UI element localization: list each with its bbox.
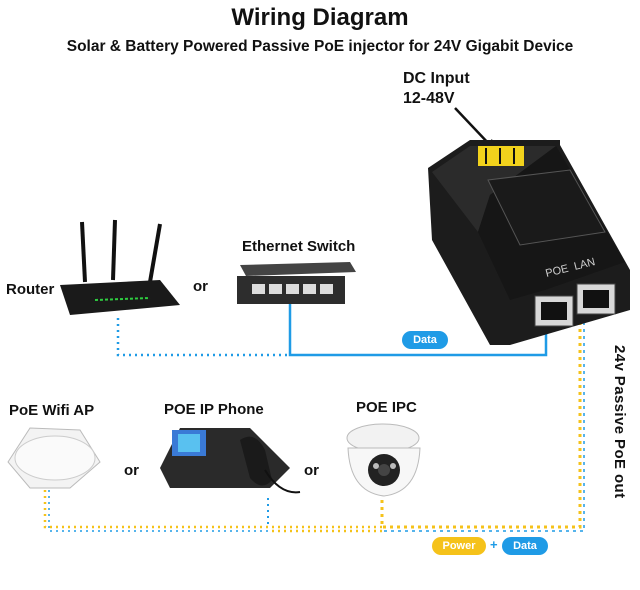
ipc-label: POE IPC bbox=[356, 399, 417, 416]
dc-input-label: DC Input bbox=[403, 70, 470, 87]
or-label-3: or bbox=[304, 462, 319, 479]
ip-camera-icon bbox=[346, 423, 421, 497]
or-label-2: or bbox=[124, 462, 139, 479]
or-label-1: or bbox=[193, 278, 208, 295]
poe-injector bbox=[428, 140, 630, 345]
power-pill: Power bbox=[432, 537, 486, 555]
dc-input-voltage: 12-48V bbox=[403, 90, 455, 107]
diagram-title: Wiring Diagram bbox=[231, 4, 409, 31]
data-pill-lower: Data bbox=[502, 537, 548, 555]
data-pill-upper: Data bbox=[402, 331, 448, 349]
ip-phone-icon bbox=[160, 428, 301, 494]
router-icon bbox=[60, 219, 180, 315]
passive-poe-output-label: 24v Passive PoE out bbox=[611, 345, 628, 499]
data-cable bbox=[116, 300, 548, 357]
ethernet-switch-icon bbox=[237, 262, 356, 304]
ip-phone-label: POE IP Phone bbox=[164, 401, 264, 418]
diagram-subtitle: Solar & Battery Powered Passive PoE inje… bbox=[66, 38, 574, 55]
poe-cable bbox=[43, 322, 585, 533]
plus-sign: + bbox=[490, 537, 498, 552]
wifi-ap-label: PoE Wifi AP bbox=[9, 402, 95, 419]
ethernet-switch-label: Ethernet Switch bbox=[242, 238, 356, 255]
dc-input-arrow bbox=[454, 107, 491, 146]
wifi-ap-icon bbox=[7, 427, 101, 489]
router-label: Router bbox=[6, 281, 55, 298]
injector-spec-label bbox=[487, 169, 606, 246]
